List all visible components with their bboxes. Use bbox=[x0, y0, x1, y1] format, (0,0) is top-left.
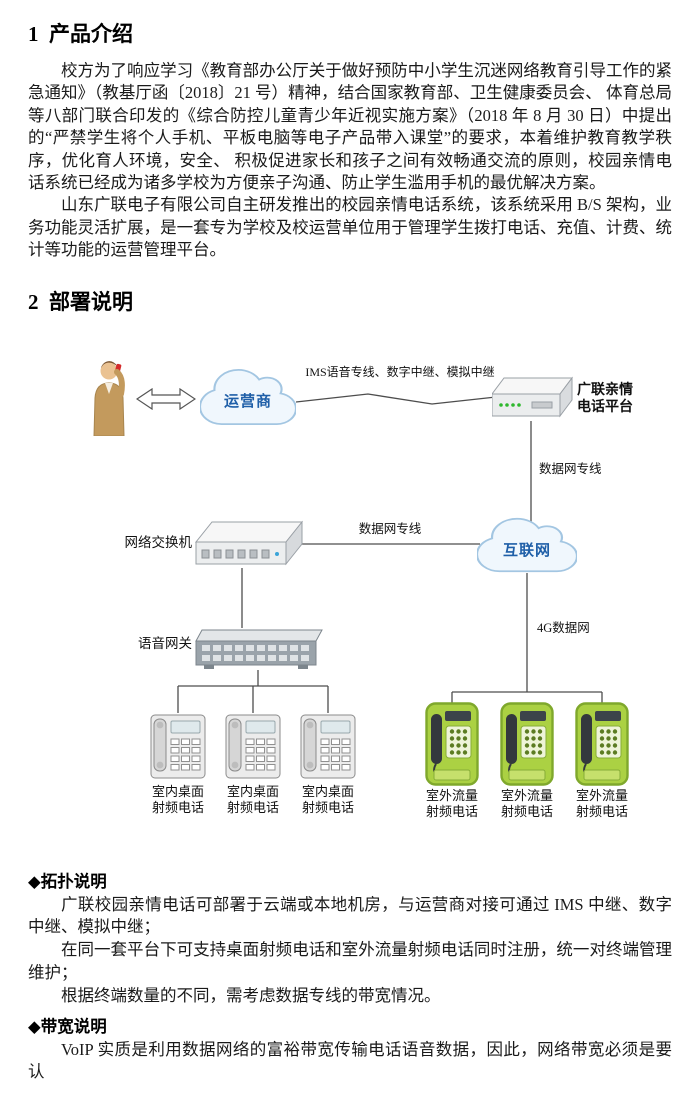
person-icon bbox=[93, 360, 125, 436]
indoor-phone-icon bbox=[225, 714, 281, 779]
gateway-label: 语音网关 bbox=[138, 635, 192, 651]
outdoor-phone-label: 室外流量 射频电话 bbox=[500, 787, 553, 819]
lte-link-label: 4G数据网 bbox=[537, 620, 590, 635]
heading-deployment: 2 部署说明 bbox=[28, 289, 133, 314]
topology-notes-heading: ◆拓扑说明 bbox=[28, 871, 107, 891]
indoor-phone-label: 室内桌面 射频电话 bbox=[226, 783, 279, 815]
gateway-device-icon bbox=[195, 629, 323, 669]
topology-note-2: 在同一套平台下可支持桌面射频电话和室外流量射频电话同时注册，统一对终端管理维护； bbox=[28, 940, 672, 982]
trunk-link-label: IMS语音专线、数字中继、模拟中继 bbox=[305, 364, 495, 379]
outdoor-phone-icon bbox=[575, 701, 629, 786]
heading-product-intro: 1 产品介绍 bbox=[28, 22, 133, 46]
topology-notes-section: ◆拓扑说明 广联校园亲情电话可部署于云端或本地机房，与运营商对接可通过 IMS … bbox=[28, 870, 672, 1084]
data-line-mid-label: 数据网专线 bbox=[358, 521, 422, 536]
intro-paragraph-2: 山东广联电子有限公司自主研发推出的校园亲情电话系统，该系统采用 B/S 架构，业… bbox=[28, 195, 672, 260]
deployment-topology-diagram: 运营商 IMS语音专线、数字中继、模拟中继 广联亲情 电话平台 数据网专线 互联… bbox=[0, 354, 700, 824]
data-line-right-label: 数据网专线 bbox=[539, 461, 602, 476]
outdoor-phone-label: 室外流量 射频电话 bbox=[425, 787, 478, 819]
indoor-phone-label: 室内桌面 射频电话 bbox=[301, 783, 354, 815]
internet-cloud-label: 互联网 bbox=[502, 542, 551, 559]
outdoor-phone-icon bbox=[500, 701, 554, 786]
indoor-phone-icon bbox=[150, 714, 206, 779]
platform-label: 广联亲情 电话平台 bbox=[577, 382, 633, 415]
switch-device-icon bbox=[194, 520, 304, 566]
double-arrow-icon bbox=[136, 387, 196, 410]
bandwidth-note-1: VoIP 实质是利用数据网络的富裕带宽传输电话语音数据，因此，网络带宽必须是要认 bbox=[28, 1039, 672, 1082]
indoor-phone-icon bbox=[300, 714, 356, 779]
carrier-cloud-label: 运营商 bbox=[223, 393, 272, 410]
bandwidth-notes-heading: ◆带宽说明 bbox=[28, 1016, 107, 1036]
switch-label: 网络交换机 bbox=[124, 534, 193, 550]
indoor-phone-label: 室内桌面 射频电话 bbox=[151, 783, 204, 815]
outdoor-phone-label: 室外流量 射频电话 bbox=[575, 787, 628, 819]
topology-note-1: 广联校园亲情电话可部署于云端或本地机房，与运营商对接可通过 IMS 中继、数字中… bbox=[28, 894, 672, 937]
intro-paragraph-1: 校方为了响应学习《教育部办公厅关于做好预防中小学生沉迷网络教育引导工作的紧急通知… bbox=[28, 61, 672, 193]
topology-note-3: 根据终端数量的不同，需考虑数据专线的带宽情况。 bbox=[61, 986, 441, 1006]
outdoor-phone-icon bbox=[425, 701, 479, 786]
platform-device-icon bbox=[492, 376, 573, 418]
connection-lines bbox=[177, 393, 603, 713]
